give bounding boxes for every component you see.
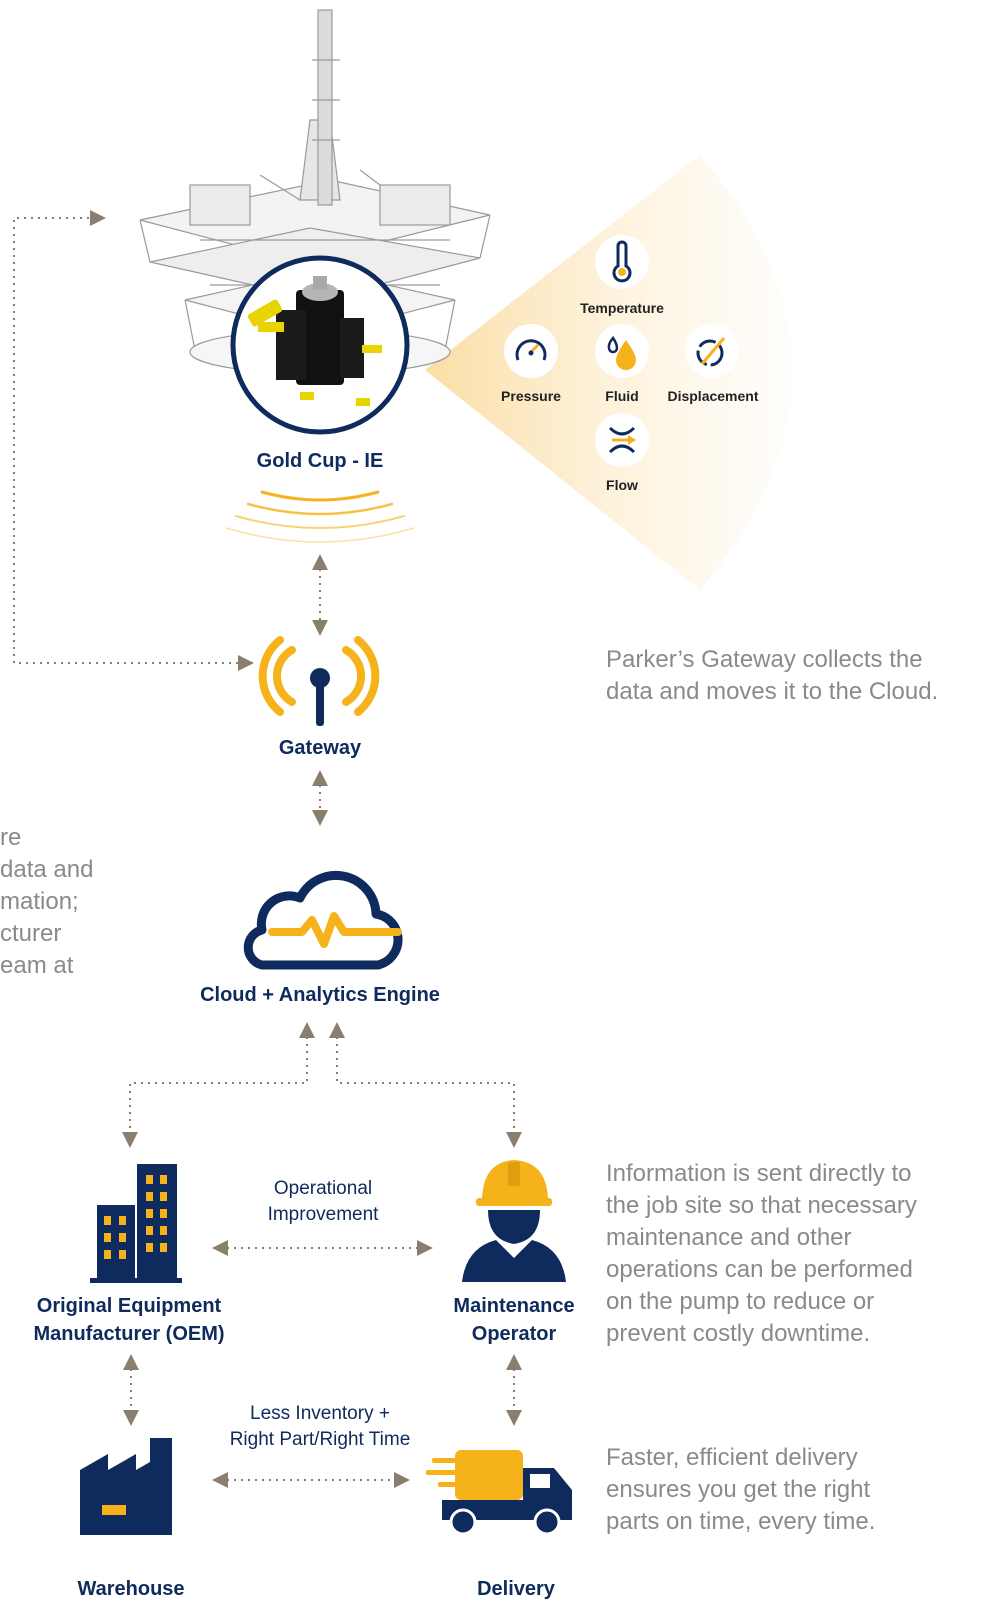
sensor-label-pressure: Pressure: [501, 388, 561, 404]
worker-icon: [462, 1160, 566, 1282]
cloud-description-line5: eam at: [0, 952, 74, 979]
gateway-label: Gateway: [278, 737, 362, 759]
cloud-description: re data and mation; cturer eam at: [0, 822, 110, 982]
operator-label: Maintenance Operator: [430, 1292, 598, 1348]
operational-improvement-label: Operational Improvement: [223, 1176, 423, 1228]
flow-icon: [595, 413, 649, 467]
operational-improvement-line2: Improvement: [267, 1204, 379, 1225]
sensor-label-flow: Flow: [606, 477, 638, 493]
warehouse-label: Warehouse: [77, 1578, 185, 1600]
delivery-description: Faster, efficient delivery ensures you g…: [606, 1444, 876, 1535]
factory-icon: [80, 1438, 172, 1535]
operator-label-line1: Maintenance: [453, 1295, 575, 1317]
cloud-analytics-icon: [243, 870, 403, 970]
less-inventory-line2: Right Part/Right Time: [229, 1429, 411, 1450]
operator-label-line2: Operator: [471, 1323, 557, 1345]
pump-label: Gold Cup - IE: [256, 450, 384, 472]
less-inventory-line1: Less Inventory +: [250, 1403, 390, 1424]
less-inventory-label: Less Inventory + Right Part/Right Time: [205, 1401, 435, 1453]
sensor-label-temperature: Temperature: [580, 300, 664, 316]
antenna-icon: [258, 636, 380, 726]
oem-label-line1: Original Equipment: [36, 1295, 222, 1317]
cloud-description-line2: data and: [0, 856, 94, 883]
truck-icon: [426, 1450, 572, 1536]
buildings-icon: [90, 1164, 182, 1283]
pump-icon: [247, 276, 382, 406]
cloud-description-line4: cturer: [0, 920, 62, 947]
signal-waves: [225, 490, 415, 543]
connectors: [13, 210, 522, 1488]
operational-improvement-line1: Operational: [273, 1178, 373, 1199]
oem-label-line2: Manufacturer (OEM): [33, 1323, 225, 1345]
droplet-icon: [595, 324, 649, 378]
displacement-icon: [685, 324, 739, 378]
operator-description: Information is sent directly to the job …: [606, 1160, 917, 1347]
gateway-description: Parker’s Gateway collects the data and m…: [606, 646, 939, 705]
thermometer-icon: [595, 235, 649, 289]
delivery-label: Delivery: [477, 1578, 555, 1600]
cloud-description-line3: mation;: [0, 888, 79, 915]
cloud-label: Cloud + Analytics Engine: [200, 984, 440, 1006]
gauge-icon: [504, 324, 558, 378]
cloud-description-line1: re: [0, 824, 22, 851]
oem-label: Original Equipment Manufacturer (OEM): [0, 1292, 258, 1348]
sensor-label-displacement: Displacement: [667, 388, 759, 404]
sensor-label-fluid: Fluid: [605, 388, 639, 404]
